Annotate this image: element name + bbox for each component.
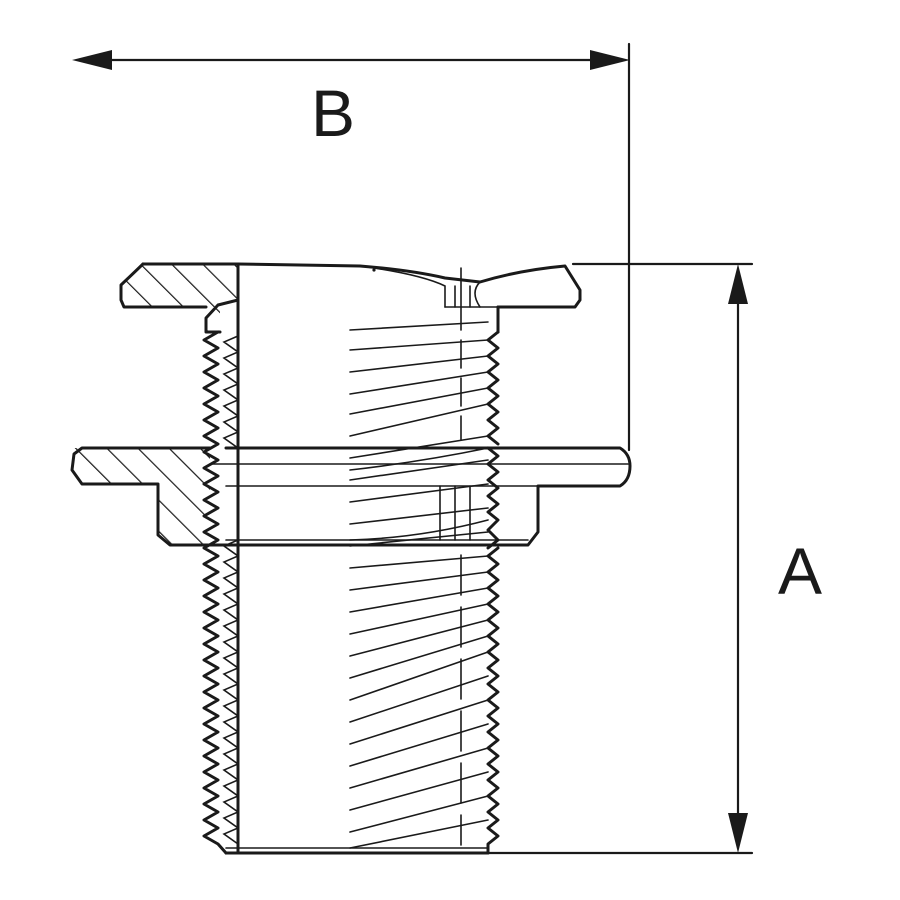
dimension-b [72,42,631,452]
dimension-b-right-arrow [590,50,630,70]
dimension-b-left-arrow [72,50,112,70]
locknut-outside [209,446,632,550]
top-flange-section [119,262,240,334]
top-flange-outside [236,262,582,334]
right-thread-outside [349,321,500,855]
dimension-a [486,262,754,855]
locknut-section [70,446,228,547]
left-thread-section [202,330,240,855]
dimension-a-top-arrow [728,264,748,304]
dimension-a-bottom-arrow [728,813,748,853]
dimension-a-label: A [778,534,823,608]
dimension-b-label: B [311,76,356,150]
body-bore [224,262,490,855]
